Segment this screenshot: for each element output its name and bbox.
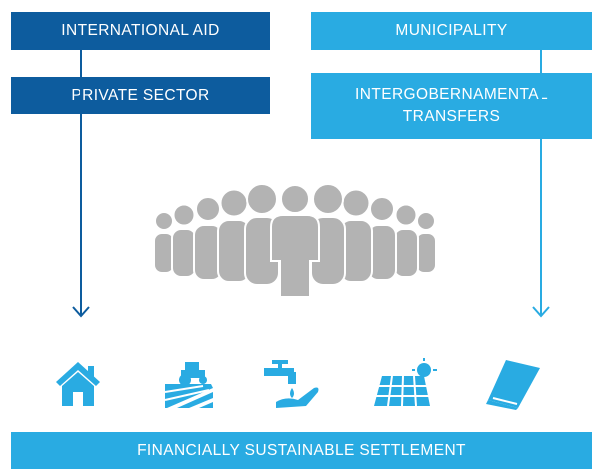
intergovernmental-label-line2: TRANSFERS — [402, 108, 501, 125]
farm-tractor-icon — [164, 362, 213, 408]
international-aid-label: INTERNATIONAL AID — [61, 22, 220, 39]
intergovernmental-label-line1: INTERGOBERNAMENTAL — [355, 86, 548, 103]
financially-sustainable-settlement-bar: FINANCIALLY SUSTAINABLE SETTLEMENT — [11, 432, 592, 469]
solar-panel-icon — [374, 358, 437, 407]
footer-label: FINANCIALLY SUSTAINABLE SETTLEMENT — [137, 441, 466, 459]
municipality-box: MUNICIPALITY — [311, 12, 592, 50]
right-flow-line — [540, 50, 542, 316]
left-arrow-down-icon — [72, 306, 90, 318]
people-crowd-icon — [153, 185, 437, 298]
right-arrow-down-icon — [532, 306, 550, 318]
house-icon — [56, 362, 100, 406]
intergovernmental-transfers-box: INTERGOBERNAMENTAL TRANSFERS — [311, 73, 592, 139]
left-flow-line — [80, 50, 82, 316]
water-tap-icon — [264, 360, 319, 408]
book-icon — [486, 360, 540, 410]
municipality-label: MUNICIPALITY — [395, 22, 508, 39]
private-sector-box: PRIVATE SECTOR — [11, 77, 270, 114]
private-sector-label: PRIVATE SECTOR — [71, 86, 210, 104]
international-aid-box: INTERNATIONAL AID — [11, 12, 270, 50]
